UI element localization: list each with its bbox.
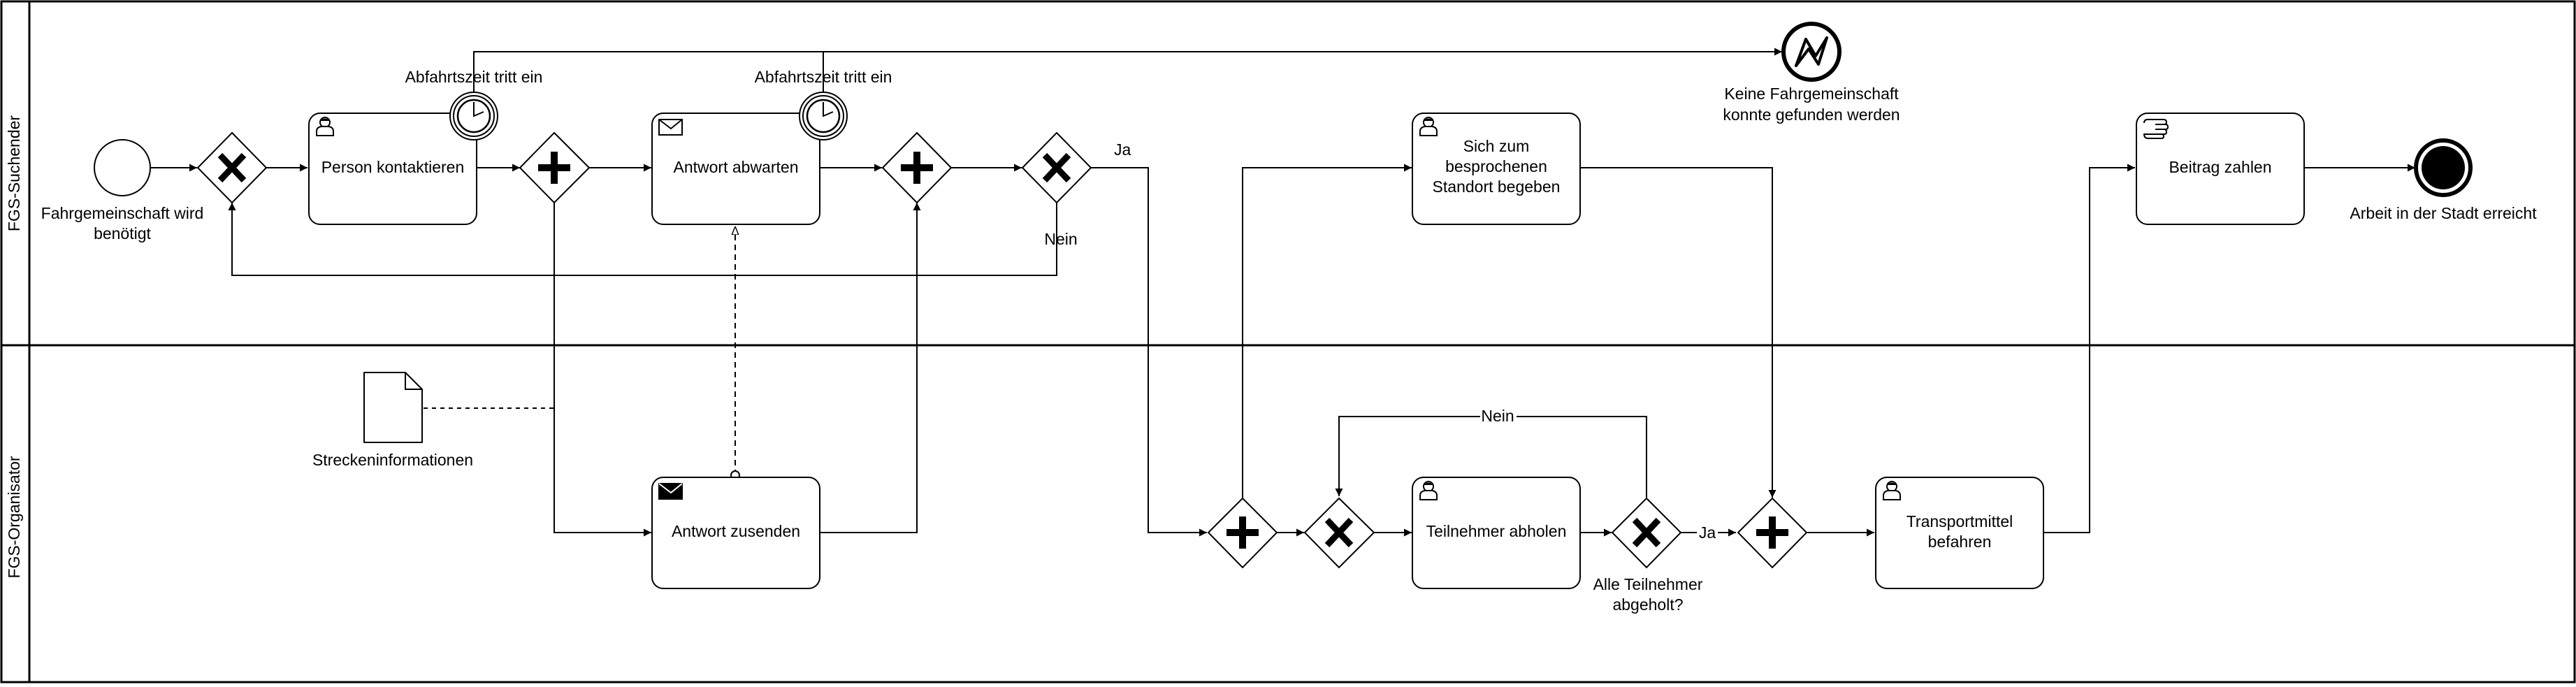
start-event-label-1: Fahrgemeinschaft wird [41,204,204,222]
timer-label-1: Abfahrtszeit tritt ein [405,68,543,86]
task-teilnehmer-abholen[interactable] [1412,477,1581,589]
flow-label-ja-bottom: Ja [1699,523,1716,542]
data-object-document-icon[interactable] [363,372,423,443]
flow-parallel-to-send [553,203,651,537]
task-standort-begeben[interactable] [1412,113,1581,225]
flow-ja-to-lower-split [1091,167,1207,537]
task-label-contact: Person kontaktieren [321,158,465,176]
task-antwort-zusenden[interactable] [651,477,820,589]
task-label-goto-3: Standort begeben [1433,178,1561,196]
task-label-drive-2: befahren [1928,533,1992,551]
start-event-label-2: benötigt [94,224,151,243]
gateway-question-1: Alle Teilnehmer [1593,575,1703,593]
lane-label-fgs-organisator: FGS-Organisator [5,456,23,578]
envelope-icon [658,119,683,136]
end-event[interactable] [2414,138,2473,197]
parallel-gateway-4[interactable] [1737,497,1808,569]
exclusive-gateway-1[interactable] [196,131,268,204]
exclusive-gateway-3[interactable] [1303,497,1375,569]
flow-goto-to-join [1581,167,1777,498]
parallel-gateway-3[interactable] [1207,497,1278,569]
gateway-question-2: abgeholt? [1612,595,1683,614]
flow-nein-loop [228,202,1057,276]
label-bg-ja [1697,524,1718,541]
flow-label-ja-top: Ja [1114,140,1131,159]
task-person-kontaktieren[interactable] [308,113,477,225]
task-label-await: Antwort abwarten [674,158,799,176]
task-label-goto-1: Sich zum [1463,137,1530,155]
error-label-2: konnte gefunden werden [1723,106,1900,124]
task-beitrag-zahlen[interactable] [2136,113,2305,225]
task-label-pay: Beitrag zahlen [2169,158,2271,176]
message-flow [730,226,740,480]
task-label-goto-2: besprochenen [1445,157,1547,175]
exclusive-gateway-2[interactable] [1021,131,1092,204]
error-icon [1795,36,1828,67]
parallel-gateway-2[interactable] [881,131,953,204]
end-event-label: Arbeit in der Stadt erreicht [2350,204,2537,222]
lane-label-fgs-suchender: FGS-Suchender [5,115,23,232]
user-icon [316,117,334,136]
timer-icon[interactable] [799,92,848,140]
task-label-send: Antwort zusenden [672,522,800,540]
envelope-filled-icon [658,483,683,500]
manual-task-hand-icon [2143,119,2169,139]
start-event[interactable] [94,139,151,196]
flow-split-to-goto [1242,164,1412,498]
task-label-pickup: Teilnehmer abholen [1426,522,1567,540]
task-antwort-abwarten[interactable] [651,113,820,225]
user-icon [1883,481,1901,500]
label-bg-nein [1480,407,1517,425]
data-object-label: Streckeninformationen [312,451,473,469]
task-label-drive-1: Transportmittel [1906,512,2013,530]
task-transportmittel-befahren[interactable] [1875,477,2044,589]
user-icon [1419,481,1438,500]
flow-drive-to-pay [2043,164,2135,533]
flow-label-nein-bottom: Nein [1481,407,1514,425]
parallel-gateway-1[interactable] [519,131,591,204]
exclusive-gateway-4[interactable] [1611,497,1682,569]
flow-timer1-to-error [473,51,1768,103]
user-icon [1419,117,1438,136]
timer-label-2: Abfahrtszeit tritt ein [755,68,892,86]
timer-icon[interactable] [449,92,498,140]
flow-label-nein-top: Nein [1044,230,1077,248]
error-label-1: Keine Fahrgemeinschaft [1724,85,1899,103]
flow-send-to-join [820,203,921,533]
error-end-event[interactable] [1781,22,1841,82]
